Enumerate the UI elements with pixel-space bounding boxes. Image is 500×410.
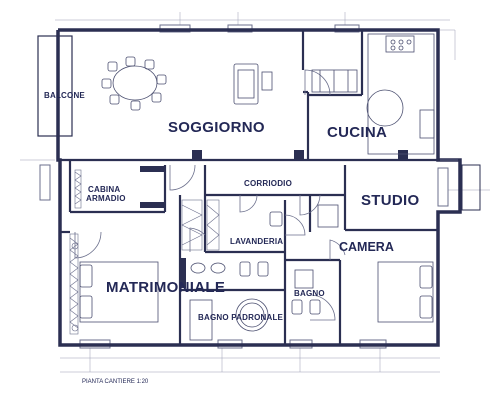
room-label-corridoio: CORRIODIO — [244, 179, 293, 188]
bathroom-fixtures — [189, 204, 339, 341]
room-label-camera: CAMERA — [339, 240, 394, 254]
room-label-soggiorno: SOGGIORNO — [168, 119, 265, 136]
room-label-cabina: CABINA — [88, 185, 121, 194]
bedside-items — [71, 242, 79, 332]
balcony-right — [461, 164, 481, 211]
room-label-armadio: ARMADIO — [86, 194, 126, 203]
room-label-balcone: BALCONE — [44, 91, 85, 100]
room-label-lavanderia: LAVANDERIA — [230, 237, 284, 246]
reference-lines — [20, 12, 490, 373]
beds — [79, 261, 434, 323]
wardrobes — [69, 169, 220, 335]
wall-blocks — [140, 150, 408, 288]
kitchen-units — [311, 33, 435, 155]
room-label-matrimoniale: MATRIMONIALE — [106, 279, 226, 296]
sofa — [233, 63, 273, 105]
plan-caption: PIANTA CANTIERE 1:20 — [82, 379, 149, 385]
room-label-bagno-padronale: BAGNO PADRONALE — [198, 313, 284, 322]
room-label-studio: STUDIO — [361, 192, 420, 209]
inner-walls — [60, 30, 438, 345]
room-label-bagno: BAGNO — [294, 289, 325, 298]
room-label-cucina: CUCINA — [327, 124, 388, 141]
balcony-outline — [37, 35, 73, 137]
dining-set — [101, 56, 167, 111]
outer-walls — [56, 28, 462, 347]
